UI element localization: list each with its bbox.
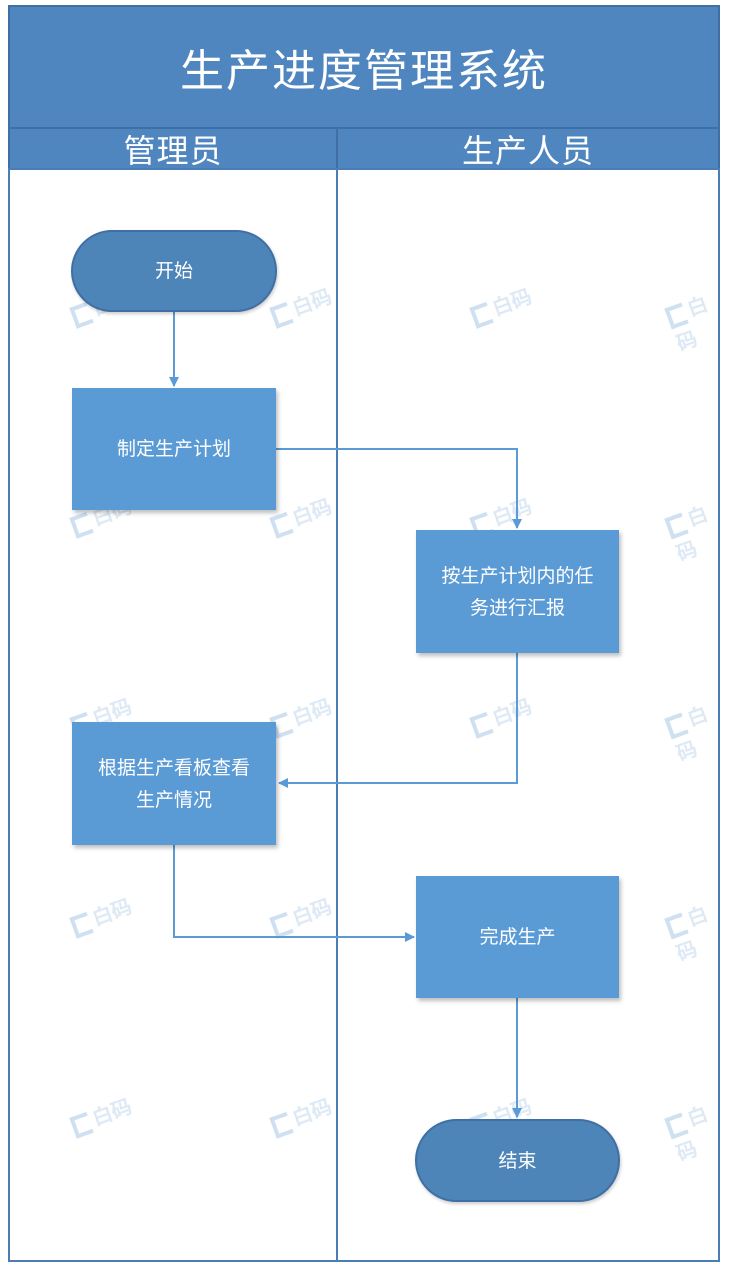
process-view-board: 根据生产看板查看 生产情况 [72,722,276,845]
process-label-line: 生产情况 [135,788,212,811]
diagram-title: 生产进度管理系统 [8,5,720,129]
process-label-line: 根据生产看板查看 [97,756,250,779]
start-node: 开始 [71,230,277,312]
edge-report-to-view [278,653,518,788]
edge-plan-to-report [276,448,522,529]
lane-production [336,168,720,1262]
process-label-line: 务进行汇报 [469,596,565,619]
process-report-tasks: 按生产计划内的任 务进行汇报 [416,530,619,653]
lane-header-admin: 管理员 [8,127,338,170]
edge-view-to-complete [173,845,415,942]
process-label-line: 按生产计划内的任 [441,564,594,587]
end-node: 结束 [415,1119,620,1202]
process-complete: 完成生产 [416,876,619,998]
process-make-plan: 制定生产计划 [72,388,276,510]
